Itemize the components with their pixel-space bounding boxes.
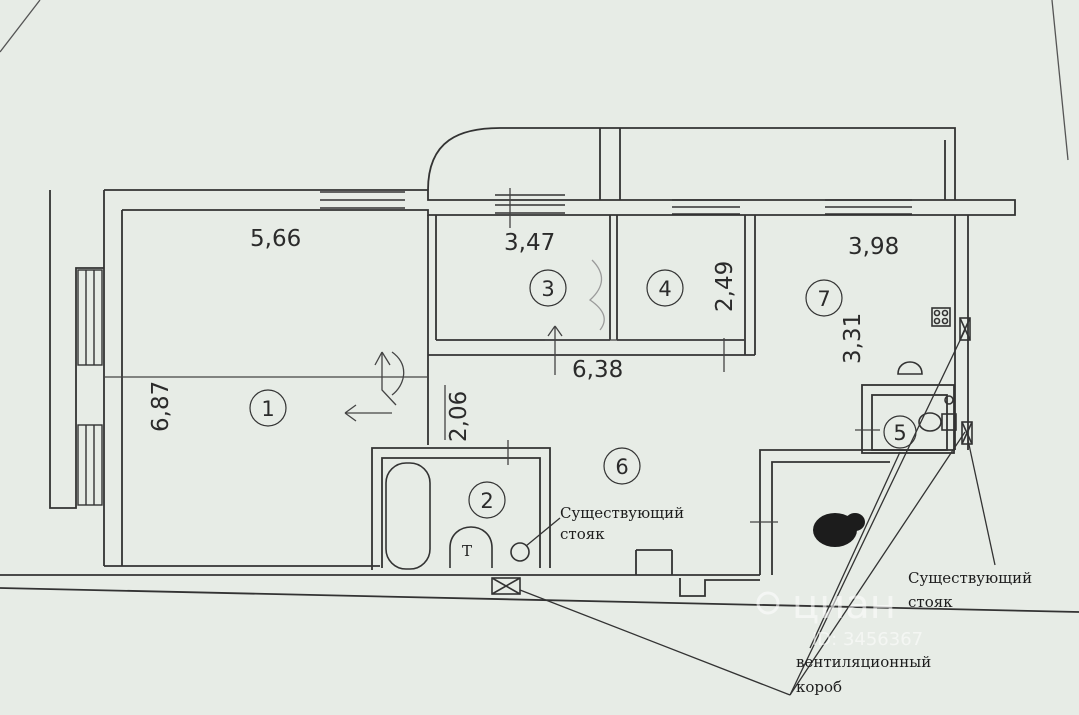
dimension-lines [104,188,880,523]
dim-room7-length: 3,31 [840,313,866,364]
watermark-id: ID: 3456367 [812,629,923,650]
bathtub-icon [385,462,431,570]
watermark-brand: циан [792,582,896,628]
walls [0,127,1079,613]
dim-room1-width: 5,66 [250,226,301,252]
ink-smudge [813,513,865,547]
room-5-label: 5 [893,421,906,445]
dim-room1-length: 6,87 [148,381,174,432]
riser-right-label-line2: стояк [908,593,953,611]
toilet-icon [449,526,493,568]
room-2-label: 2 [480,489,493,513]
dim-room4-length: 2,49 [712,261,738,312]
watermark: циан ID: 3456367 [756,582,923,650]
windows [77,191,912,506]
room-6-label: 6 [615,455,628,479]
dim-corridor-length: 6,38 [572,357,623,383]
leader-lines [519,329,996,696]
vent-box-icon [491,577,521,595]
vent-label-line2: короб [796,678,842,696]
stove-icon [931,307,951,327]
riser-left-label-line1: Существующий [560,504,684,522]
room-4-label: 4 [658,277,671,301]
fixtures [385,307,973,595]
bath-fixture-letter: T [462,542,472,560]
vent-label-line1: вентиляционный [796,653,931,671]
riser-left-label-line2: стояк [560,525,605,543]
vent-duct-icon [959,317,971,341]
room-3-label: 3 [541,277,554,301]
riser-pipe-icon [510,542,530,562]
dim-corridor-width: 2,06 [446,391,472,442]
room-7-label: 7 [817,287,830,311]
dim-room3-width: 3,47 [504,230,555,256]
room-1-label: 1 [261,397,274,421]
room-markers [249,269,917,519]
sink-icon [897,361,923,375]
riser-right-label-line1: Существующий [908,569,1032,587]
wc-toilet-icon [918,412,942,432]
dim-room7-width: 3,98 [848,234,899,260]
